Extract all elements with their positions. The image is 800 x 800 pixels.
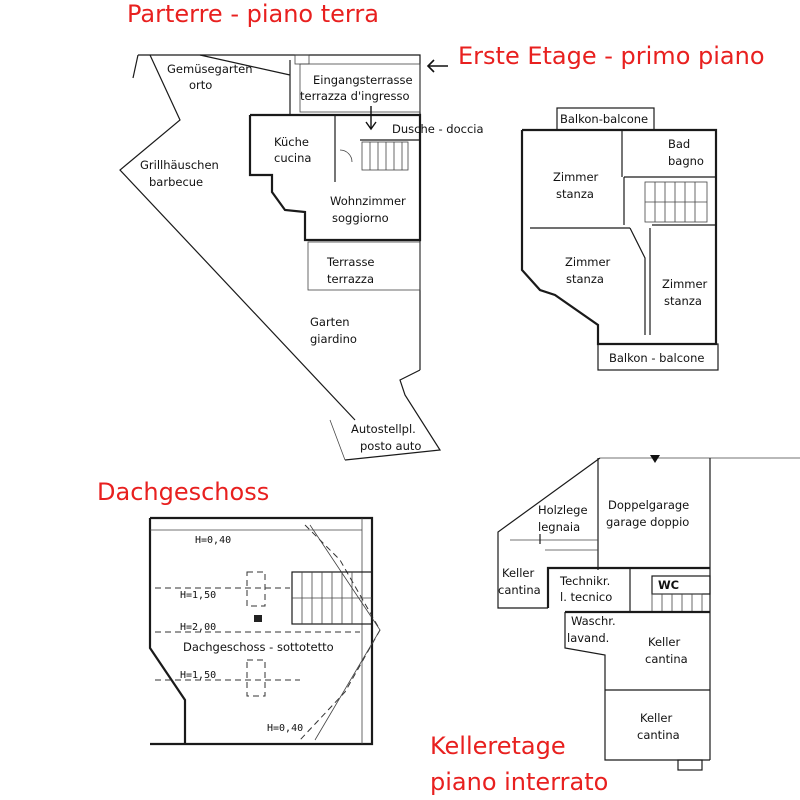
label-tech-room-it: l. tecnico bbox=[560, 590, 612, 604]
label-living-room-it: soggiorno bbox=[332, 211, 389, 225]
label-attic: Dachgeschoss - sottotetto bbox=[183, 640, 334, 654]
label-terrace: Terrasse bbox=[326, 255, 375, 269]
label-garage: Doppelgarage bbox=[608, 498, 689, 512]
label-room-2-it: stanza bbox=[566, 272, 604, 286]
heading-basement-line1: Kelleretage bbox=[430, 732, 566, 760]
label-garden: Garten bbox=[310, 315, 350, 329]
ground-floor-labels: Gemüsegarten orto Eingangsterrasse terra… bbox=[140, 62, 484, 453]
label-wc: WC bbox=[658, 578, 679, 592]
attic-height-1: H=0,40 bbox=[195, 535, 231, 546]
basement-labels: Holzlege legnaia Doppelgarage garage dop… bbox=[498, 498, 689, 742]
attic-height-5: H=0,40 bbox=[267, 723, 303, 734]
heading-attic: Dachgeschoss bbox=[97, 478, 269, 506]
label-vegetable-garden: Gemüsegarten bbox=[167, 62, 253, 76]
label-woodshed: Holzlege bbox=[538, 503, 588, 517]
label-vegetable-garden-it: orto bbox=[189, 78, 212, 92]
attic-height-4: H=1,50 bbox=[180, 670, 216, 681]
attic-plan bbox=[148, 516, 381, 746]
label-laundry: Waschr. bbox=[571, 614, 616, 628]
label-entrance-terrace-it: terrazza d'ingresso bbox=[300, 89, 409, 103]
first-floor-labels: Balkon-balcone Bad bagno Zimmer stanza Z… bbox=[553, 112, 708, 365]
label-grill-it: barbecue bbox=[149, 175, 203, 189]
label-cellar-1-it: cantina bbox=[498, 583, 541, 597]
label-bath-it: bagno bbox=[668, 154, 704, 168]
label-room-3: Zimmer bbox=[662, 277, 708, 291]
label-room-3-it: stanza bbox=[664, 294, 702, 308]
basement-plan bbox=[497, 455, 800, 771]
first-floor-plan bbox=[520, 107, 719, 371]
ground-floor-plan bbox=[119, 54, 442, 461]
label-cellar-1: Keller bbox=[502, 566, 535, 580]
label-kitchen: Küche bbox=[274, 135, 309, 149]
label-grill: Grillhäuschen bbox=[140, 158, 219, 172]
entrance-arrow-icon bbox=[426, 59, 448, 73]
label-parking-it: posto auto bbox=[360, 439, 421, 453]
heading-first-floor: Erste Etage - primo piano bbox=[458, 42, 765, 70]
label-kitchen-it: cucina bbox=[274, 151, 311, 165]
label-garage-it: garage doppio bbox=[606, 515, 689, 529]
label-room-2: Zimmer bbox=[565, 255, 611, 269]
label-room-1: Zimmer bbox=[553, 170, 599, 184]
label-shower: Dusche - doccia bbox=[392, 122, 484, 136]
label-cellar-2: Keller bbox=[648, 635, 681, 649]
label-cellar-3: Keller bbox=[640, 711, 673, 725]
label-cellar-3-it: cantina bbox=[637, 728, 680, 742]
label-room-1-it: stanza bbox=[556, 187, 594, 201]
label-bath: Bad bbox=[668, 137, 690, 151]
label-woodshed-it: legnaia bbox=[538, 520, 580, 534]
label-laundry-it: lavand. bbox=[567, 631, 609, 645]
label-garden-it: giardino bbox=[310, 332, 357, 346]
heading-basement-line2: piano interrato bbox=[430, 768, 608, 796]
label-terrace-it: terrazza bbox=[327, 272, 374, 286]
label-entrance-terrace: Eingangsterrasse bbox=[313, 73, 413, 87]
attic-height-3: H=2,00 bbox=[180, 622, 216, 633]
label-tech-room: Technikr. bbox=[559, 574, 610, 588]
attic-labels: H=0,40 H=1,50 H=2,00 Dachgeschoss - sott… bbox=[180, 535, 334, 734]
attic-height-2: H=1,50 bbox=[180, 590, 216, 601]
heading-ground-floor: Parterre - piano terra bbox=[127, 0, 379, 28]
label-balcony-top: Balkon-balcone bbox=[560, 112, 648, 126]
label-balcony-bottom: Balkon - balcone bbox=[609, 351, 704, 365]
label-cellar-2-it: cantina bbox=[645, 652, 688, 666]
label-living-room: Wohnzimmer bbox=[330, 194, 406, 208]
label-parking: Autostellpl. bbox=[351, 422, 416, 436]
